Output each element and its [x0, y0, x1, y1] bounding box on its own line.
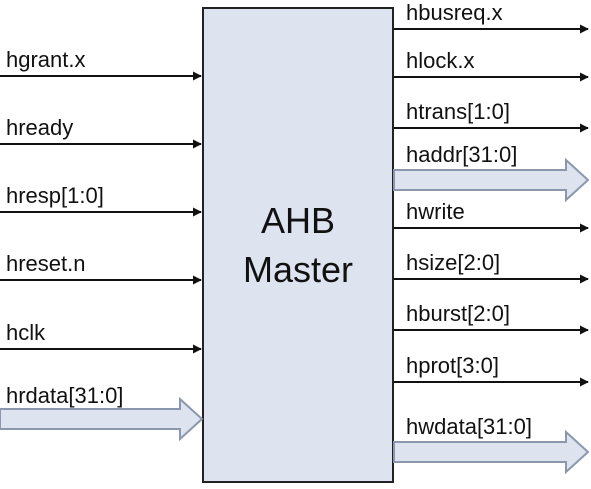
output-signals: hbusreq.x hlock.x htrans[1:0] haddr[31:0] hw… [393, 0, 590, 475]
output-signal-hprot-3-0: hprot[3:0] [394, 353, 589, 387]
input-signal-hreset-n: hreset.n [0, 251, 202, 285]
output-bus-arrow [393, 429, 590, 475]
output-signal-hlock-x: hlock.x [394, 48, 589, 82]
output-label: haddr[31:0] [406, 142, 517, 167]
output-label: hprot[3:0] [406, 353, 499, 378]
output-signal-hbusreq-x: hbusreq.x [394, 0, 589, 34]
input-signal-hclk: hclk [0, 320, 202, 354]
input-signal-hresp-1-0: hresp[1:0] [0, 183, 202, 217]
input-label: hrdata[31:0] [6, 383, 123, 408]
input-signals: hgrant.x hready hresp[1:0] hreset.n hclk hrda… [0, 47, 204, 442]
input-signal-hrdata-31-0: hrdata[31:0] [0, 383, 204, 442]
output-label: hburst[2:0] [406, 301, 510, 326]
output-signal-hburst-2-0: hburst[2:0] [394, 301, 589, 335]
output-label: hsize[2:0] [406, 250, 500, 275]
block-title-line1: AHB [261, 200, 335, 241]
input-label: hresp[1:0] [6, 183, 104, 208]
input-signal-hready: hready [0, 115, 202, 149]
input-label: hready [6, 115, 73, 140]
output-signal-htrans-1-0: htrans[1:0] [394, 99, 589, 133]
output-label: hwrite [406, 199, 465, 224]
input-signal-hgrant-x: hgrant.x [0, 47, 202, 81]
output-label: hwdata[31:0] [406, 414, 532, 439]
output-label: hbusreq.x [406, 0, 503, 25]
output-label: hlock.x [406, 48, 474, 73]
ahb-master-block [202, 7, 394, 483]
input-label: hclk [6, 320, 46, 345]
output-bus-arrow [393, 157, 590, 203]
output-signal-hwdata-31-0: hwdata[31:0] [393, 414, 590, 475]
input-label: hreset.n [6, 251, 86, 276]
output-signal-hwrite: hwrite [394, 199, 589, 233]
block-title-line2: Master [243, 249, 353, 290]
output-signal-haddr-31-0: haddr[31:0] [393, 142, 590, 203]
input-label: hgrant.x [6, 47, 86, 72]
output-label: htrans[1:0] [406, 99, 510, 124]
output-signal-hsize-2-0: hsize[2:0] [394, 250, 589, 284]
input-bus-arrow [0, 396, 204, 442]
